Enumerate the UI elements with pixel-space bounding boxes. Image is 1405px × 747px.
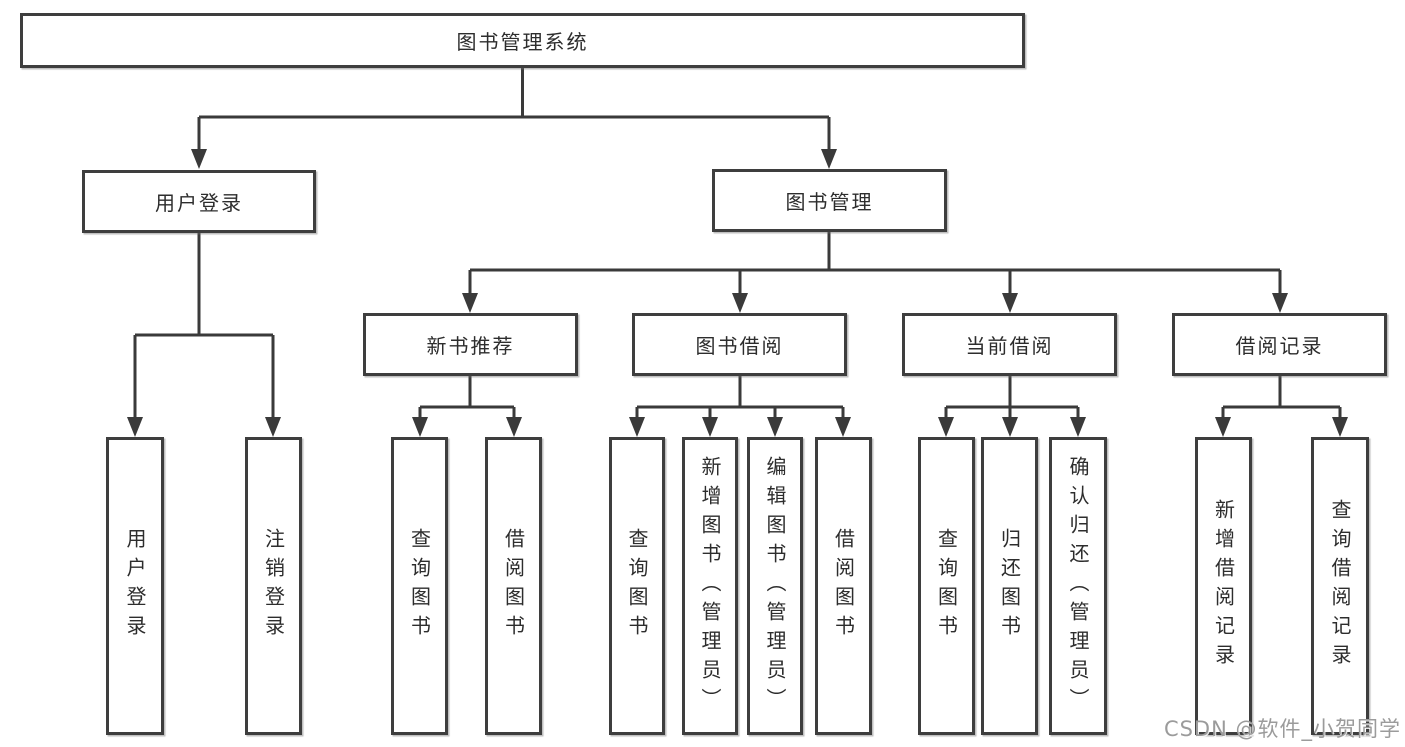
leaf-query-books-3: 查询图书 [918, 437, 975, 735]
node-label: 图书借阅 [695, 334, 784, 358]
node-label: 查询借阅记录 [1328, 499, 1352, 673]
node-label: 当前借阅 [965, 334, 1054, 358]
leaf-borrow-books-1: 借阅图书 [485, 437, 542, 735]
leaf-confirm-return-admin: 确认归还（管理员） [1049, 437, 1107, 735]
node-borrow-records: 借阅记录 [1172, 313, 1387, 376]
node-label: 编辑图书（管理员） [763, 455, 787, 717]
leaf-logout: 注销登录 [245, 437, 302, 735]
node-label: 借阅图书 [501, 528, 526, 644]
node-user-login: 用户登录 [82, 170, 316, 233]
node-label: 确认归还（管理员） [1066, 455, 1090, 717]
node-label: 借阅图书 [831, 528, 856, 644]
leaf-query-books-1: 查询图书 [391, 437, 448, 735]
node-new-book-recommend: 新书推荐 [363, 313, 578, 376]
node-label: 新增借阅记录 [1211, 499, 1236, 673]
node-label: 用户登录 [155, 191, 243, 215]
node-book-borrow: 图书借阅 [632, 313, 847, 376]
node-label: 查询图书 [407, 528, 432, 644]
leaf-borrow-books-2: 借阅图书 [815, 437, 872, 735]
leaf-edit-book-admin: 编辑图书（管理员） [747, 437, 803, 735]
node-label: 新书推荐 [426, 334, 515, 358]
leaf-query-books-2: 查询图书 [609, 437, 665, 735]
node-label: 查询图书 [934, 528, 959, 644]
csdn-watermark: CSDN @软件_小贺同学 [1163, 717, 1401, 741]
node-label: 图书管理系统 [456, 30, 589, 54]
node-current-borrow: 当前借阅 [902, 313, 1117, 376]
leaf-query-borrow-record: 查询借阅记录 [1311, 437, 1369, 735]
node-label: 查询图书 [625, 528, 649, 644]
leaf-add-book-admin: 新增图书（管理员） [682, 437, 738, 735]
node-label: 注销登录 [261, 528, 286, 644]
leaf-user-login: 用户登录 [106, 437, 164, 735]
node-label: 归还图书 [997, 528, 1022, 644]
leaf-add-borrow-record: 新增借阅记录 [1195, 437, 1252, 735]
node-library-management-system: 图书管理系统 [20, 13, 1025, 68]
leaf-return-book: 归还图书 [981, 437, 1038, 735]
node-label: 图书管理 [785, 190, 874, 214]
node-label: 新增图书（管理员） [698, 455, 722, 717]
node-book-management: 图书管理 [712, 169, 947, 232]
node-label: 用户登录 [123, 528, 147, 644]
node-label: 借阅记录 [1235, 334, 1324, 358]
